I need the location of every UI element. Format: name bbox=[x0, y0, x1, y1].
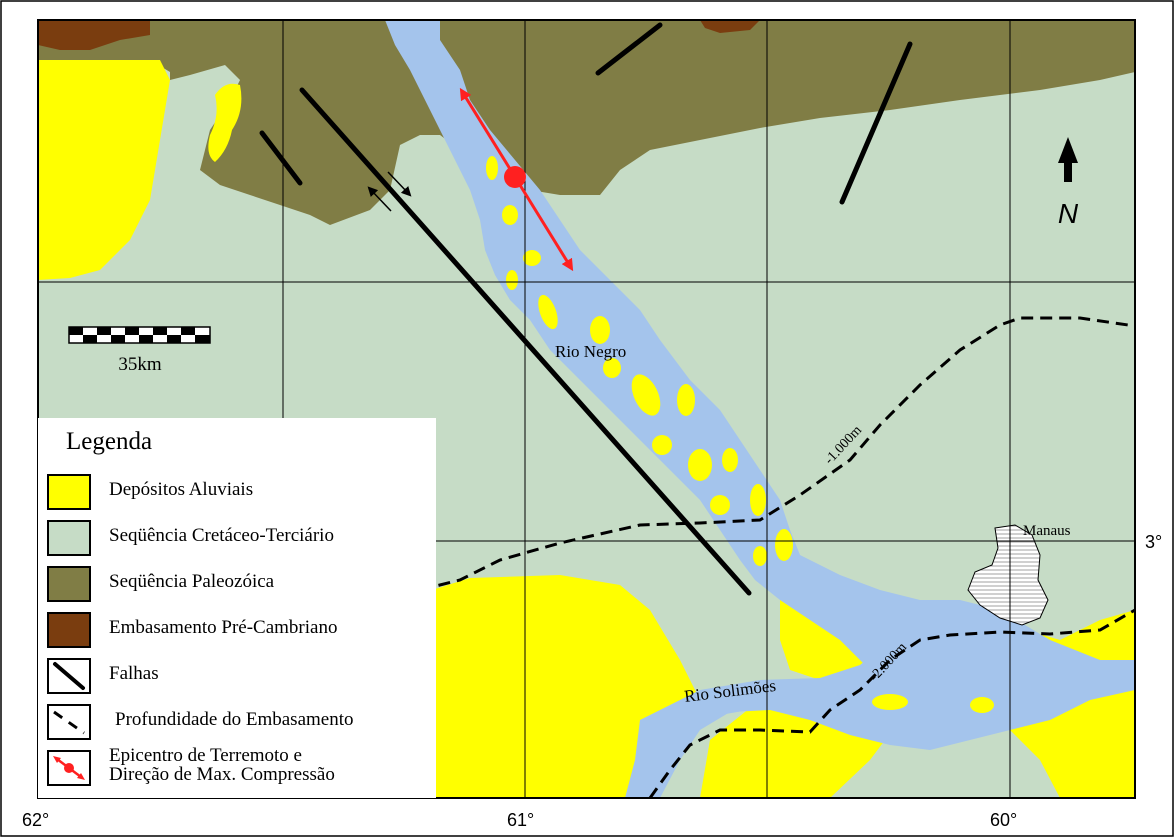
legend-item-cretaceous: Seqüência Cretáceo-Terciário bbox=[47, 520, 435, 558]
epicenter-marker bbox=[504, 166, 526, 188]
legend-label-line: Epicentro de Terremoto e bbox=[109, 745, 302, 766]
legend: Legenda Depósitos Aluviais Seqüência Cre… bbox=[38, 418, 436, 798]
map-frame bbox=[37, 19, 1136, 799]
legend-label: Depósitos Aluviais bbox=[109, 479, 254, 500]
legend-label: Seqüência Paleozóica bbox=[109, 571, 275, 592]
dashed-contour-icon bbox=[47, 704, 91, 740]
fault-line-icon bbox=[47, 658, 91, 694]
basement-area bbox=[38, 20, 150, 50]
legend-label: Seqüência Cretáceo-Terciário bbox=[109, 525, 334, 546]
paleozoic-area bbox=[38, 20, 1135, 225]
shear-arrow bbox=[387, 171, 412, 197]
scale-bar bbox=[68, 326, 211, 344]
legend-label: Embasamento Pré-Cambriano bbox=[109, 617, 338, 638]
legend-label: Profundidade do Embasamento bbox=[115, 709, 354, 730]
alluvial-area bbox=[208, 83, 242, 162]
manaus-city bbox=[967, 524, 1049, 626]
legend-item-faults: Falhas bbox=[47, 658, 435, 696]
basement-area bbox=[700, 20, 760, 33]
compression-arrow bbox=[513, 176, 574, 272]
legend-item-basement: Embasamento Pré-Cambriano bbox=[47, 612, 435, 650]
manaus-label: Manaus bbox=[1023, 523, 1071, 539]
rio-negro-label: Rio Negro bbox=[555, 342, 626, 361]
cretaceous-swatch bbox=[47, 520, 91, 556]
river-area bbox=[385, 20, 1135, 798]
longitude-label-62: 62° bbox=[22, 810, 49, 830]
compression-arrow bbox=[459, 87, 517, 178]
legend-label-line: Direção de Max. Compressão bbox=[109, 764, 335, 785]
latitude-label-3: 3° bbox=[1145, 532, 1162, 552]
north-label: N bbox=[1058, 198, 1079, 229]
north-arrow-icon bbox=[1058, 137, 1078, 182]
legend-label: Epicentro de Terremoto e Direção de Max.… bbox=[109, 746, 335, 784]
longitude-label-60: 60° bbox=[990, 810, 1017, 830]
legend-item-basement-depth: Profundidade do Embasamento bbox=[47, 704, 435, 742]
legend-item-epicenter: Epicentro de Terremoto e Direção de Max.… bbox=[47, 746, 435, 788]
legend-title: Legenda bbox=[66, 428, 153, 455]
basement-swatch bbox=[47, 612, 91, 648]
river-area bbox=[625, 620, 1040, 798]
contour-1000m bbox=[419, 316, 1135, 592]
legend-label: Falhas bbox=[109, 663, 159, 684]
alluvial-swatch bbox=[47, 474, 91, 510]
fault-lines bbox=[259, 22, 913, 596]
river-islands bbox=[486, 156, 994, 713]
legend-item-alluvial: Depósitos Aluviais bbox=[47, 474, 435, 512]
longitude-label-61: 61° bbox=[507, 810, 534, 830]
paleozoic-swatch bbox=[47, 566, 91, 602]
contour-2000m bbox=[648, 608, 1135, 798]
shear-arrow bbox=[367, 186, 392, 212]
legend-item-paleozoic: Seqüência Paleozóica bbox=[47, 566, 435, 604]
alluvial-area bbox=[38, 60, 170, 280]
epicenter-arrow-icon bbox=[47, 750, 91, 786]
scale-label: 35km bbox=[118, 354, 162, 375]
